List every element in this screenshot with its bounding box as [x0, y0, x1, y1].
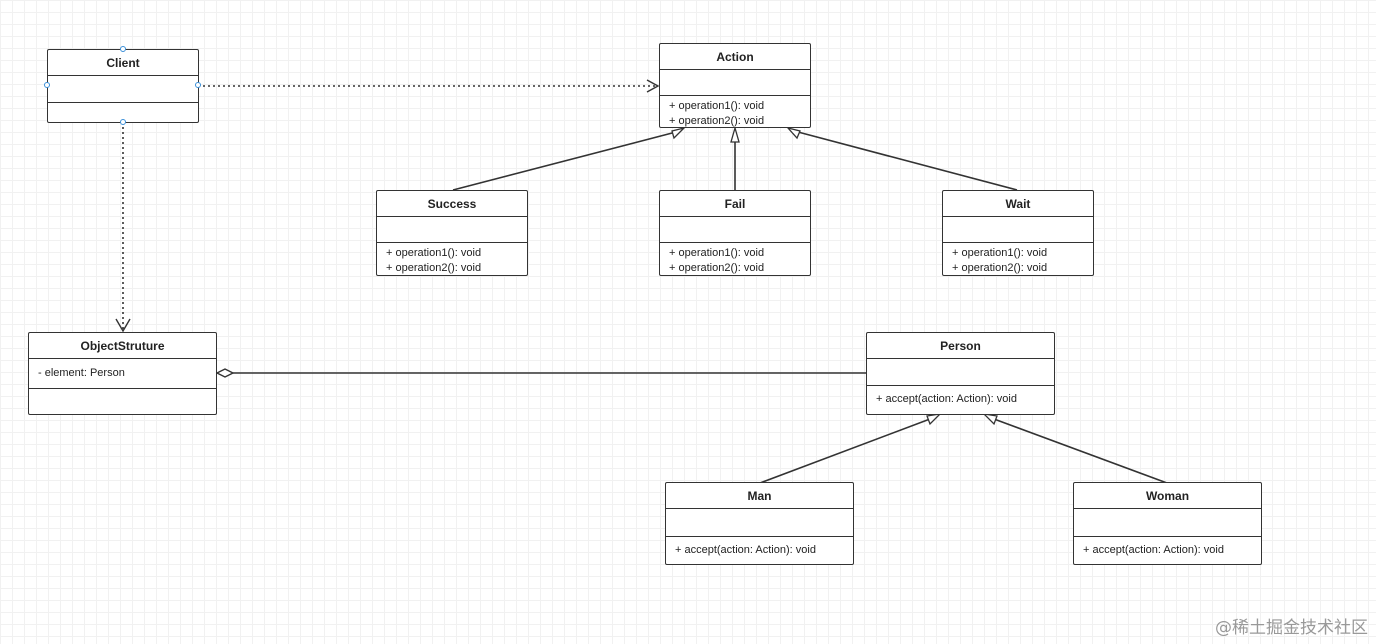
class-name: Action [660, 44, 810, 70]
inheritance-triangle [982, 413, 998, 426]
class-attributes [943, 217, 1093, 243]
class-name: Person [867, 333, 1054, 359]
operation: + operation1(): void [952, 247, 1048, 259]
class-fail[interactable]: Fail + operation1(): void + operation2()… [659, 190, 811, 276]
operation: + operation2(): void [952, 261, 1048, 274]
edge-woman-person[interactable] [993, 418, 1168, 484]
class-attributes [867, 359, 1054, 386]
class-attributes [1074, 509, 1261, 537]
class-attributes [48, 76, 198, 103]
class-client[interactable]: Client [47, 49, 199, 123]
inheritance-triangle [786, 126, 801, 140]
operation: + operation2(): void [386, 261, 482, 274]
edge-wait-action[interactable] [797, 131, 1018, 191]
class-name: Success [377, 191, 527, 217]
class-operations: + accept(action: Action): void [1074, 537, 1261, 561]
inheritance-triangle [926, 413, 942, 426]
class-action[interactable]: Action + operation1(): void + operation2… [659, 43, 811, 128]
class-objectstructure[interactable]: ObjectStruture - element: Person [28, 332, 217, 415]
connection-handle[interactable] [44, 82, 50, 88]
class-attributes [377, 217, 527, 243]
class-operations: + operation1(): void + operation2(): voi… [660, 243, 810, 278]
class-name: Wait [943, 191, 1093, 217]
class-success[interactable]: Success + operation1(): void + operation… [376, 190, 528, 276]
class-wait[interactable]: Wait + operation1(): void + operation2()… [942, 190, 1094, 276]
class-operations [48, 103, 198, 109]
attribute: - element: Person [38, 367, 125, 379]
class-operations: + operation1(): void + operation2(): voi… [943, 243, 1093, 278]
operation: + accept(action: Action): void [675, 544, 816, 556]
open-arrowhead [646, 79, 660, 93]
operation: + operation1(): void [386, 247, 482, 259]
watermark: @稀土掘金技术社区 [1215, 618, 1368, 638]
open-arrowhead [115, 318, 131, 333]
class-man[interactable]: Man + accept(action: Action): void [665, 482, 854, 565]
class-attributes: - element: Person [29, 359, 216, 389]
class-person[interactable]: Person + accept(action: Action): void [866, 332, 1055, 415]
connection-handle[interactable] [120, 119, 126, 125]
edge-man-person[interactable] [759, 418, 931, 484]
operation: + operation2(): void [669, 114, 765, 127]
class-name: Client [48, 50, 198, 76]
connection-handle[interactable] [120, 46, 126, 52]
operation: + operation1(): void [669, 100, 765, 112]
class-operations [29, 389, 216, 395]
operation: + accept(action: Action): void [876, 393, 1017, 405]
class-name: ObjectStruture [29, 333, 216, 359]
class-operations: + accept(action: Action): void [666, 537, 853, 561]
aggregation-diamond [215, 368, 235, 378]
class-name: Woman [1074, 483, 1261, 509]
class-name: Man [666, 483, 853, 509]
edge-success-action[interactable] [452, 131, 677, 191]
inheritance-triangle [671, 126, 687, 140]
class-operations: + operation1(): void + operation2(): voi… [660, 96, 810, 131]
class-attributes [660, 217, 810, 243]
operation: + operation1(): void [669, 247, 765, 259]
operation: + operation2(): void [669, 261, 765, 274]
class-attributes [666, 509, 853, 537]
class-name: Fail [660, 191, 810, 217]
operation: + accept(action: Action): void [1083, 544, 1224, 556]
inheritance-triangle [730, 125, 740, 143]
class-attributes [660, 70, 810, 96]
connection-handle[interactable] [195, 82, 201, 88]
class-woman[interactable]: Woman + accept(action: Action): void [1073, 482, 1262, 565]
class-operations: + operation1(): void + operation2(): voi… [377, 243, 527, 278]
class-operations: + accept(action: Action): void [867, 386, 1054, 410]
